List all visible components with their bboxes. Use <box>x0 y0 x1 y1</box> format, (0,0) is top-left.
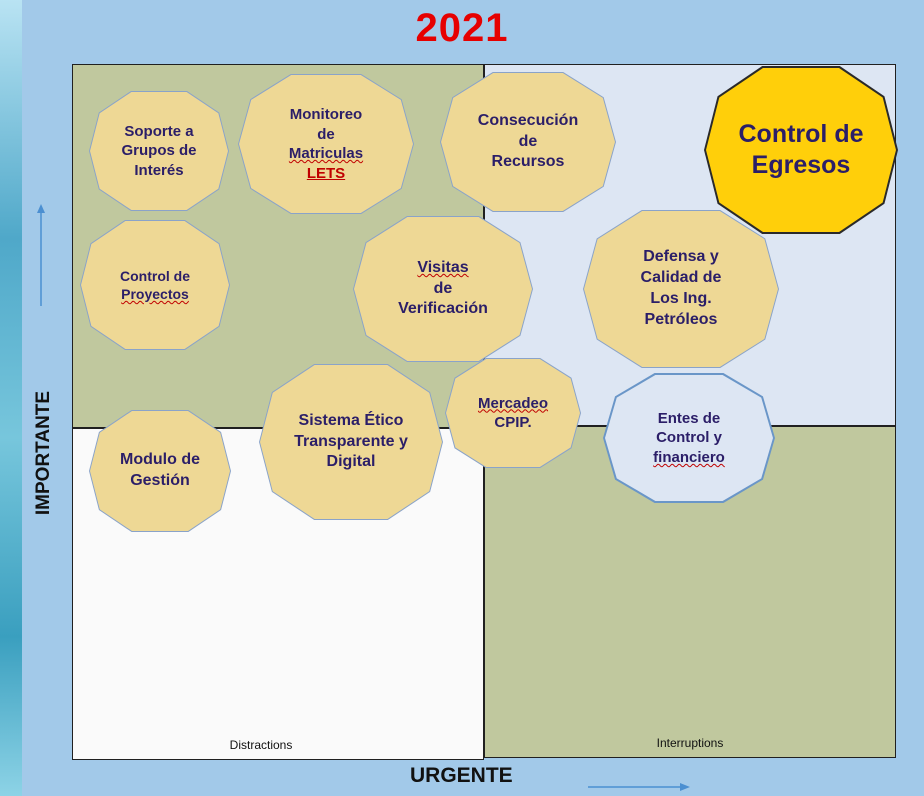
node-text-line: Proyectos <box>121 286 189 302</box>
distractions-label: Distractions <box>229 738 293 752</box>
node-visitas-verificacion: Visitas de Verificación <box>354 217 532 361</box>
node-mercadeo: Mercadeo CPIP. <box>446 359 580 467</box>
node-text-line: Los Ing. <box>650 290 712 307</box>
node-text-line: de <box>317 125 335 143</box>
interruptions-label: Interruptions <box>656 736 724 750</box>
node-text-line: Defensa y <box>643 248 719 266</box>
node-text-line: Transparente y <box>294 432 408 450</box>
node-text-line: Control de <box>738 119 864 148</box>
node-text-line: Verificación <box>398 300 488 318</box>
node-text-line: Entes de <box>657 409 721 427</box>
page-title: 2021 <box>415 6 509 50</box>
y-axis: IMPORTANTE <box>8 346 78 566</box>
node-defensa-calidad: Defensa y Calidad de Los Ing. Petróleos <box>584 211 778 367</box>
node-text-line: de <box>518 132 538 150</box>
node-text-line: Control y <box>656 429 722 447</box>
y-axis-label: IMPORTANTE <box>33 390 54 516</box>
node-text-line: Egresos <box>751 151 851 179</box>
node-monitoreo: Monitoreo de Matriculas LETS <box>239 75 413 213</box>
node-text-line: de <box>433 279 453 297</box>
x-axis-arrow-icon <box>588 783 690 791</box>
y-axis-arrow-icon <box>37 204 45 306</box>
node-text-line: Sistema Ético <box>298 411 404 429</box>
x-axis-label: URGENTE <box>410 764 513 787</box>
node-text-line: Petróleos <box>644 310 718 328</box>
background-decoration <box>0 0 26 796</box>
node-text-line: Visitas <box>417 258 469 276</box>
node-text-line: Grupos de <box>121 142 197 160</box>
node-text-line: Gestión <box>130 472 190 489</box>
node-sistema-etico: Sistema Ético Transparente y Digital <box>260 365 442 519</box>
node-text-line: Calidad de <box>640 269 722 287</box>
node-text-line: Monitoreo <box>289 106 363 123</box>
node-text-line: Consecución <box>477 111 579 129</box>
node-modulo-gestion: Modulo de Gestión <box>90 411 230 531</box>
node-text-line: Digital <box>326 453 376 471</box>
node-text-line: Interés <box>134 161 184 179</box>
node-text-line: financiero <box>653 448 725 466</box>
node-consecucion-recursos: Consecución de Recursos <box>441 73 615 211</box>
node-text-line: Control de <box>120 267 190 284</box>
node-text-line: LETS <box>306 164 346 182</box>
node-control-proyectos: Control de Proyectos <box>81 221 229 349</box>
node-control-egresos: Control de Egresos <box>706 68 896 232</box>
node-text-line: Recursos <box>491 153 565 171</box>
node-soporte-grupos: Soporte a Grupos de Interés <box>90 92 228 210</box>
node-entes-control: Entes de Control y financiero <box>605 375 773 501</box>
node-text-line: Modulo de <box>120 451 200 469</box>
node-text-line: Mercadeo <box>477 394 549 412</box>
node-text-line: CPIP. <box>494 414 532 431</box>
node-text-line: Soporte a <box>124 122 194 140</box>
node-text-line: Matriculas <box>288 145 364 162</box>
